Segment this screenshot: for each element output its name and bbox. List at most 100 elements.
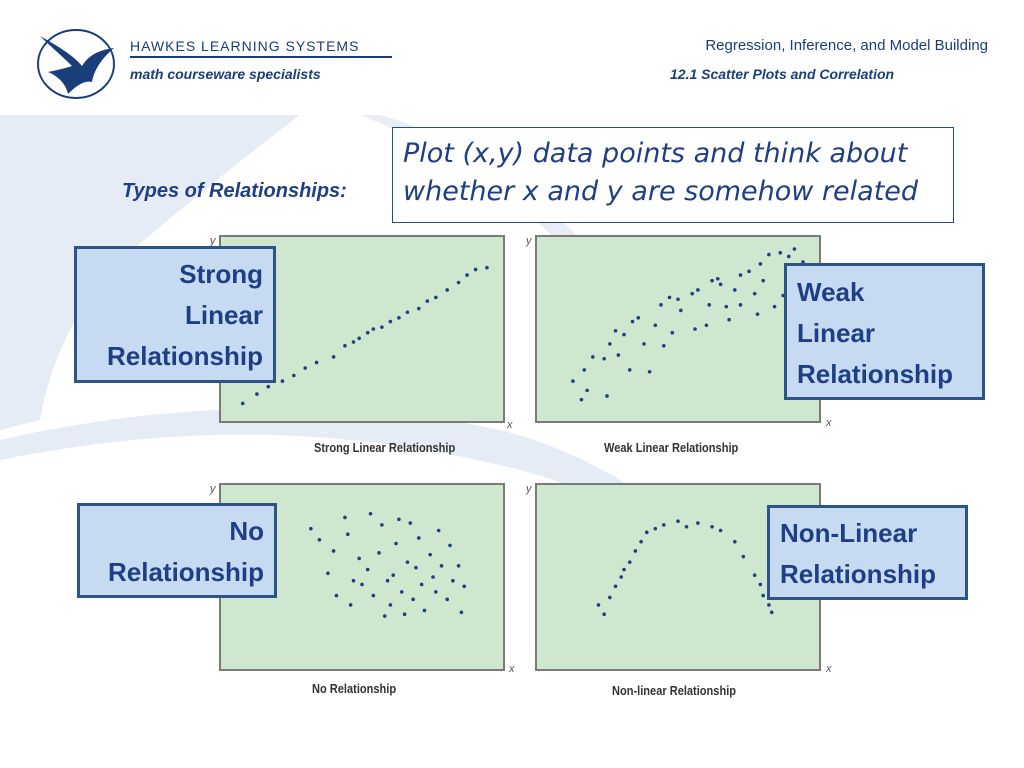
data-point [445,288,449,292]
data-point [653,526,658,531]
data-point [351,340,356,344]
data-point [690,291,694,296]
data-points [596,519,774,616]
data-point [670,330,675,335]
label-line: Relationship [107,557,264,587]
data-point [738,273,743,277]
x-axis-letter: x [825,417,832,429]
data-point [801,260,805,264]
data-point [388,319,393,324]
data-point [761,593,765,598]
data-point [718,282,723,287]
data-point [747,269,751,274]
label-line: Relationship [106,341,263,371]
data-point [693,327,697,331]
data-point [679,308,683,313]
data-point [331,355,336,359]
data-point [405,310,410,315]
data-point [622,567,626,572]
data-point [724,304,729,309]
data-point [676,297,680,302]
data-point [752,573,757,577]
data-point [733,539,737,544]
no-relationship-label: No Relationship [77,503,277,598]
data-point [727,317,731,322]
data-point [331,549,336,553]
data-point [371,327,376,331]
y-axis-letter: y [525,483,533,495]
data-point [314,360,319,365]
data-point [653,323,658,328]
data-point [608,342,612,346]
no-relationship-caption: No Relationship [312,681,397,696]
data-point [377,551,381,555]
data-point [704,323,709,328]
data-point [718,528,723,533]
data-point [399,590,404,594]
data-point [591,355,595,359]
data-point [622,332,626,337]
data-point [459,610,464,615]
data-point [741,554,746,559]
types-of-relationships-label: Types of Relationships: [122,180,347,202]
data-point [769,610,774,615]
data-point [636,316,641,320]
data-point [334,593,339,598]
data-point [348,603,353,607]
label-line: Weak [797,277,865,307]
nonlinear-caption: Non-linear Relationship [612,683,737,698]
data-point [417,306,421,311]
data-point [715,276,720,281]
label-line: Linear [184,300,263,330]
data-point [380,325,384,329]
data-point [405,560,410,564]
data-point [792,247,797,251]
data-point [473,267,478,272]
data-point [761,278,765,283]
data-point [579,397,584,402]
data-point [391,573,396,577]
data-point [767,603,771,607]
data-point [659,303,663,307]
label-line: Relationship [780,559,937,589]
data-point [613,584,618,589]
data-point [422,608,427,613]
data-point [448,543,452,548]
data-point [365,330,370,335]
nonlinear-label: Non-Linear Relationship [767,505,968,600]
data-point [627,560,632,564]
data-point [456,280,461,285]
data-point [619,575,623,579]
data-point [382,614,387,618]
data-point [397,517,401,522]
data-point [758,262,763,266]
data-point [767,252,771,257]
data-point [485,265,489,270]
data-point [752,291,757,296]
data-point [758,582,763,587]
data-point [343,515,347,520]
data-point [434,590,438,594]
data-point [571,379,575,383]
data-point [419,582,424,587]
data-point [425,299,430,303]
data-point [417,536,421,540]
data-point [781,293,785,298]
data-point [280,379,285,383]
data-point [707,303,712,307]
data-point [357,556,361,561]
data-point [462,584,467,589]
data-point [456,564,461,568]
data-point [402,612,407,616]
data-point [371,593,376,598]
data-points [309,511,467,618]
data-point [408,521,413,525]
weak-linear-label: Weak Linear Relationship [784,263,985,400]
data-point [585,388,589,393]
label-line: Non-Linear [780,518,918,548]
plot-area [535,235,821,423]
brand-subtitle: math courseware specialists [130,66,321,82]
y-axis-letter: y [525,235,533,247]
data-point [602,356,606,361]
y-axis-letter: y [209,483,217,495]
